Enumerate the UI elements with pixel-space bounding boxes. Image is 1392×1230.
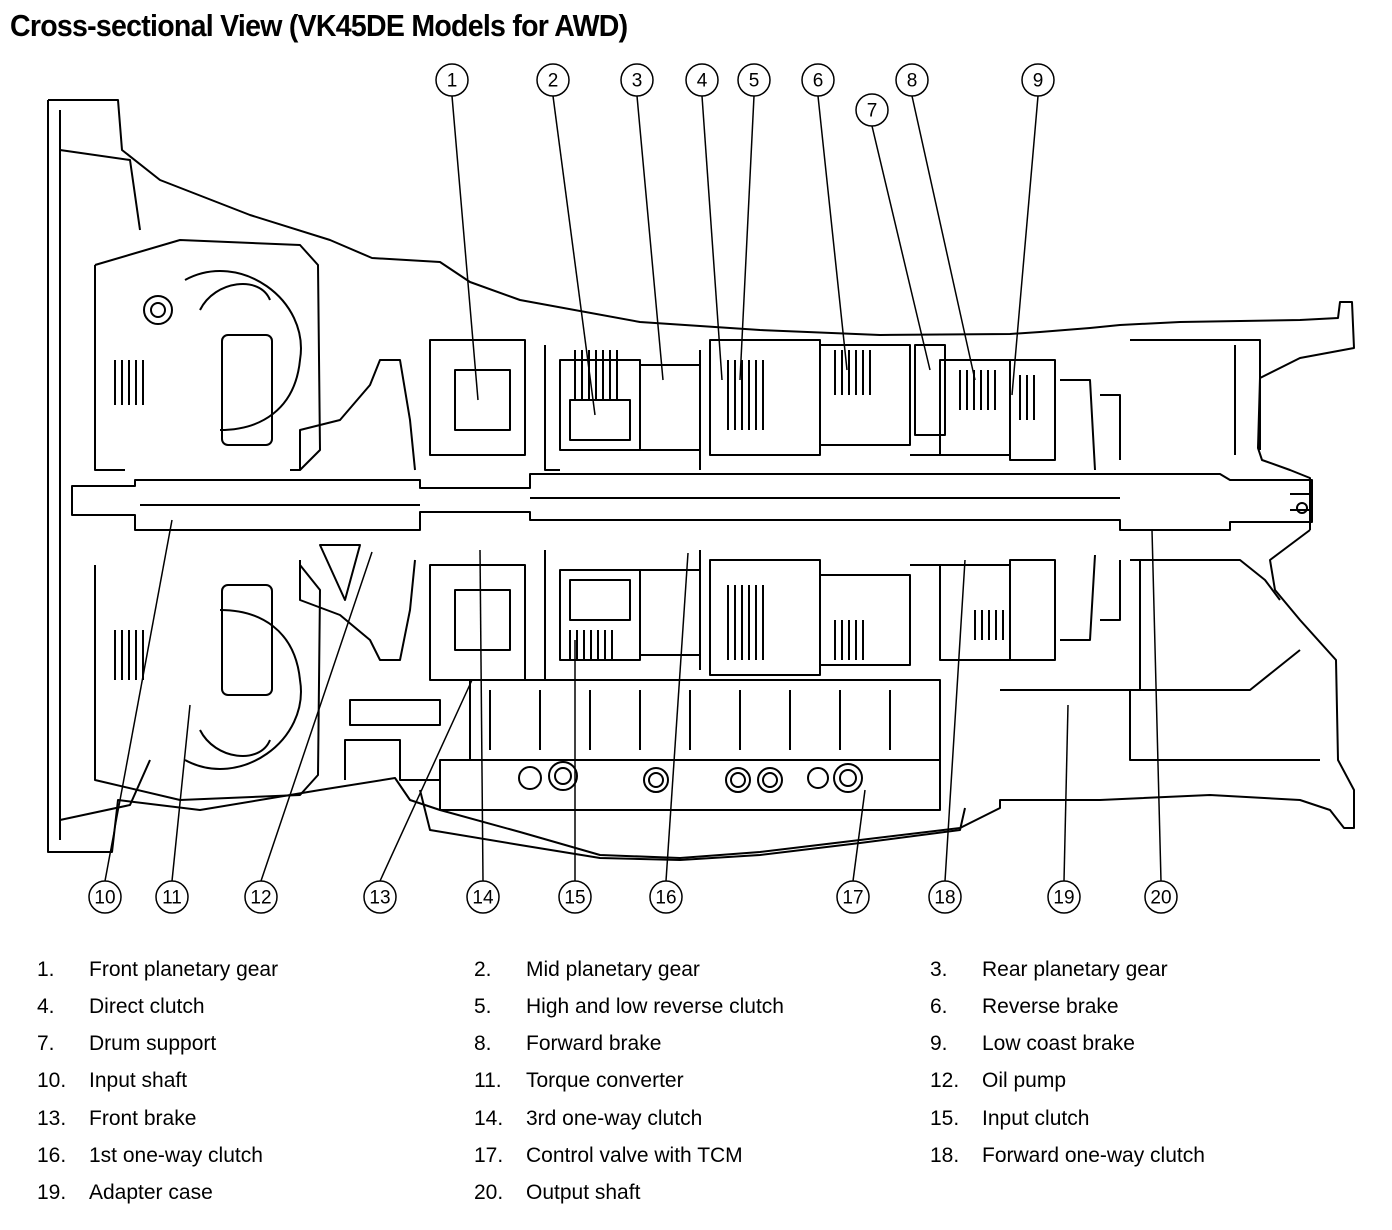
adapter-case-body: [1000, 339, 1320, 761]
legend-number: 19.: [37, 1181, 67, 1204]
legend-number: 9.: [930, 1032, 948, 1055]
legend-label: Output shaft: [526, 1181, 641, 1204]
legend-label: Reverse brake: [982, 995, 1119, 1018]
legend-number: 16.: [37, 1144, 67, 1167]
legend-number: 8.: [474, 1032, 492, 1055]
legend-label: Oil pump: [982, 1069, 1067, 1092]
leader-lines: [104, 95, 1162, 882]
callout-12: 12: [250, 888, 271, 909]
legend-label: Control valve with TCM: [526, 1144, 743, 1167]
legend-label: Torque converter: [526, 1069, 684, 1092]
transmission-cross-section-diagram: 1 2 3 4 5 6 7 8 9 10 11 12 13 14 15 16 1…: [47, 63, 1355, 914]
legend-number: 7.: [37, 1032, 55, 1055]
legend-number: 17.: [474, 1144, 504, 1167]
legend-number: 20.: [474, 1181, 504, 1204]
legend-label: Forward one-way clutch: [982, 1144, 1205, 1167]
legend-label: Adapter case: [89, 1181, 213, 1204]
legend-number: 3.: [930, 958, 948, 981]
legend-label: High and low reverse clutch: [526, 995, 784, 1018]
callout-2: 2: [548, 71, 559, 92]
legend-label: Mid planetary gear: [526, 958, 700, 981]
callout-6: 6: [813, 71, 824, 92]
legend-number: 18.: [930, 1144, 960, 1167]
callout-13: 13: [369, 888, 390, 909]
legend-number: 4.: [37, 995, 55, 1018]
callout-20: 20: [1150, 888, 1171, 909]
legend-number: 15.: [930, 1107, 960, 1130]
callout-5: 5: [749, 71, 760, 92]
oil-pump-body: [299, 359, 416, 661]
legend-label: Drum support: [89, 1032, 217, 1055]
legend-label: Forward brake: [526, 1032, 662, 1055]
legend-number: 14.: [474, 1107, 504, 1130]
legend-number: 6.: [930, 995, 948, 1018]
callout-7: 7: [867, 101, 878, 122]
bell-housing-wall: [59, 110, 151, 840]
legend-label: Input shaft: [89, 1069, 188, 1092]
callout-8: 8: [907, 71, 918, 92]
main-shaft: [71, 473, 1313, 531]
callout-16: 16: [655, 888, 676, 909]
legend-number: 11.: [474, 1069, 502, 1092]
callout-15: 15: [564, 888, 585, 909]
housing-outline-lower: [47, 100, 1355, 859]
legend-number: 10.: [37, 1069, 67, 1092]
legend-label: Rear planetary gear: [982, 958, 1168, 981]
callout-circles: [88, 63, 1178, 914]
legend-label: Front planetary gear: [89, 958, 279, 981]
legend-number: 12.: [930, 1069, 960, 1092]
legend-number: 2.: [474, 958, 492, 981]
parts-legend: 1. Front planetary gear 2. Mid planetary g…: [0, 950, 1392, 1230]
callout-10: 10: [94, 888, 115, 909]
callout-1: 1: [447, 71, 458, 92]
callout-11: 11: [162, 888, 182, 909]
legend-number: 5.: [474, 995, 492, 1018]
callout-18: 18: [934, 888, 955, 909]
callout-17: 17: [842, 888, 863, 909]
legend-number: 1.: [37, 958, 55, 981]
callout-4: 4: [697, 71, 708, 92]
callout-19: 19: [1053, 888, 1074, 909]
callout-14: 14: [472, 888, 494, 909]
torque-converter-body: [94, 239, 321, 801]
callout-labels: 1 2 3 4 5 6 7 8 9 10 11 12 13 14 15 16 1…: [94, 71, 1171, 909]
control-valve-body: [344, 679, 966, 861]
legend-label: 3rd one-way clutch: [526, 1107, 703, 1130]
legend-label: Front brake: [89, 1107, 197, 1130]
gearset-assembly: [429, 339, 1121, 681]
legend-number: 13.: [37, 1107, 67, 1130]
legend-label: 1st one-way clutch: [89, 1144, 263, 1167]
callout-9: 9: [1033, 71, 1044, 92]
legend-label: Low coast brake: [982, 1032, 1135, 1055]
legend-label: Input clutch: [982, 1107, 1090, 1130]
legend-label: Direct clutch: [89, 995, 205, 1018]
page-title: Cross-sectional View (VK45DE Models for …: [10, 8, 628, 43]
callout-3: 3: [632, 71, 643, 92]
